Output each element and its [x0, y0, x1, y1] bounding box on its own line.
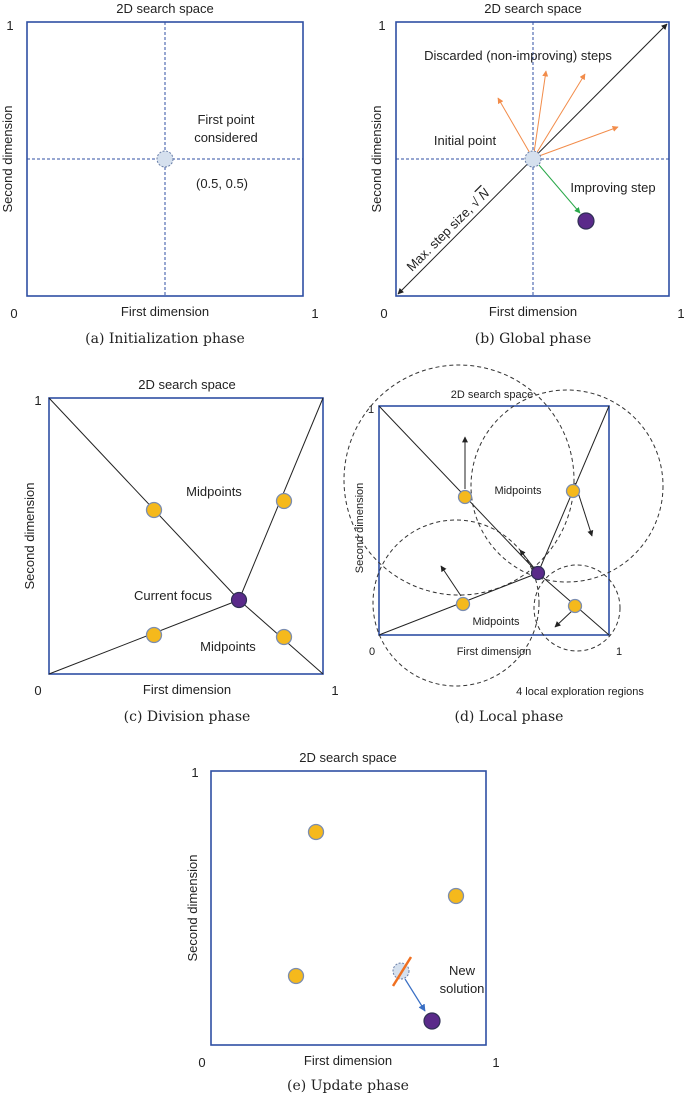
panel-b-improving-label: Improving step	[570, 180, 655, 195]
panel-e-x-label: First dimension	[304, 1053, 392, 1068]
panel-d-region-topleft	[343, 364, 575, 596]
panel-c-midpoint-topright	[275, 492, 293, 510]
panel-c-midpoint-bottomleft	[145, 626, 163, 644]
panel-a-note-line2: considered	[194, 130, 258, 145]
panel-e-discard-mark	[391, 956, 413, 987]
panel-b-discarded-step-3	[535, 73, 586, 155]
panel-a-coord-label: (0.5, 0.5)	[196, 176, 248, 191]
panel-c-line-topleft	[48, 397, 240, 601]
panel-c-current-focus-point	[230, 591, 248, 609]
panel-c-tick-x-1: 1	[331, 683, 338, 698]
panel-a: 2D search space First point considered (…	[0, 1, 319, 347]
panel-e-search-box	[210, 770, 487, 1046]
panel-e-y-label: Second dimension	[185, 855, 200, 962]
panel-b-discarded-step-1	[497, 97, 532, 156]
panel-e-new-label-line1: New	[449, 963, 476, 978]
panel-b-max-step-label: Max. step size, √ N	[404, 185, 493, 274]
panel-d-x-label: First dimension	[457, 646, 532, 658]
panel-b-initial-point	[524, 150, 542, 168]
panel-c-y-label: Second dimension	[22, 483, 37, 590]
panel-c-x-label: First dimension	[143, 682, 231, 697]
panel-d-region-topright	[470, 389, 664, 583]
panel-b-title: 2D search space	[484, 1, 582, 16]
panel-d-line-topleft	[378, 405, 539, 574]
panel-d-y-label: Second dimension	[354, 483, 366, 574]
panel-d-midpoint-topleft	[457, 489, 473, 505]
panel-a-tick-x-1: 1	[311, 306, 318, 321]
panel-d-region-bottomright	[533, 564, 621, 652]
panel-c-tick-x-0: 0	[34, 683, 41, 698]
panel-b-caption: (b) Global phase	[475, 331, 591, 347]
panel-d-midpoints-bottom-label: Midpoints	[472, 616, 520, 628]
panel-e-update-arrow	[404, 978, 426, 1012]
panel-b-x-label: First dimension	[489, 304, 577, 319]
panel-b-discarded-label: Discarded (non-improving) steps	[424, 48, 612, 63]
panel-e-midpoint-topleft	[307, 823, 325, 841]
panel-c-midpoint-topleft	[145, 501, 163, 519]
panel-a-x-label: First dimension	[121, 304, 209, 319]
panel-d: 2D search space Midpoints Midpoints 4 lo…	[343, 364, 664, 725]
panel-b: 2D search space Discarded (non-improving…	[369, 1, 685, 347]
panel-a-y-label: Second dimension	[0, 106, 15, 213]
panel-a-tick-x-0: 0	[10, 306, 17, 321]
panel-b-initial-label: Initial point	[434, 133, 497, 148]
panel-d-step-arrow-3	[440, 565, 462, 597]
panel-d-current-focus-point	[530, 565, 546, 581]
panel-d-search-box	[378, 405, 610, 636]
panel-d-midpoint-topright	[565, 483, 581, 499]
panel-a-first-point	[156, 150, 174, 168]
panel-d-title: 2D search space	[451, 389, 534, 401]
panel-c-midpoint-bottomright	[275, 628, 293, 646]
panel-d-caption: (d) Local phase	[455, 709, 564, 725]
panel-c-current-focus-label: Current focus	[134, 588, 213, 603]
panel-e-midpoint-topright	[447, 887, 465, 905]
panel-e-new-label-line2: solution	[440, 981, 485, 996]
panel-e-caption: (e) Update phase	[287, 1078, 409, 1094]
panel-e: 2D search space New solution 1 0 1 First…	[185, 750, 500, 1094]
panel-b-tick-x-1: 1	[677, 306, 684, 321]
panel-c-search-box	[48, 397, 324, 675]
panel-e-new-solution-point	[423, 1012, 441, 1030]
panel-b-tick-x-0: 0	[380, 306, 387, 321]
panel-d-regions-label: 4 local exploration regions	[516, 686, 644, 698]
panel-e-tick-x-0: 0	[198, 1055, 205, 1070]
panel-d-midpoints-top-label: Midpoints	[494, 485, 542, 497]
panel-d-region-bottomleft	[372, 519, 540, 687]
panel-c-title: 2D search space	[138, 377, 236, 392]
panel-c-midpoints-top-label: Midpoints	[186, 484, 242, 499]
panel-c-caption: (c) Division phase	[124, 709, 251, 725]
panel-d-tick-x-1: 1	[616, 646, 622, 658]
panel-c-line-bottomleft	[48, 599, 240, 675]
panel-e-tick-y-1: 1	[191, 765, 198, 780]
panel-b-y-label: Second dimension	[369, 106, 384, 213]
panel-d-tick-y-1: 1	[368, 404, 374, 416]
panel-c: 2D search space Midpoints Current focus …	[22, 377, 339, 725]
panel-a-tick-y-1: 1	[6, 18, 13, 33]
panel-d-tick-x-0: 0	[369, 646, 375, 658]
panel-d-midpoint-bottomright	[567, 598, 583, 614]
panel-e-midpoint-bottomleft	[287, 967, 305, 985]
panel-b-tick-y-1: 1	[378, 18, 385, 33]
panel-a-title: 2D search space	[116, 1, 214, 16]
panel-b-discarded-step-2	[533, 70, 549, 154]
panel-d-midpoint-bottomleft	[455, 596, 471, 612]
panel-a-caption: (a) Initialization phase	[85, 331, 245, 347]
panel-c-tick-y-1: 1	[34, 393, 41, 408]
panel-e-tick-x-1: 1	[492, 1055, 499, 1070]
panel-e-title: 2D search space	[299, 750, 397, 765]
panel-b-improving-step-arrow	[538, 164, 581, 214]
panel-d-step-arrow-4	[554, 609, 574, 628]
panel-b-discarded-step-4	[538, 126, 619, 157]
panel-b-improved-point	[577, 212, 595, 230]
panel-c-midpoints-bottom-label: Midpoints	[200, 639, 256, 654]
panel-a-note-line1: First point	[197, 112, 254, 127]
